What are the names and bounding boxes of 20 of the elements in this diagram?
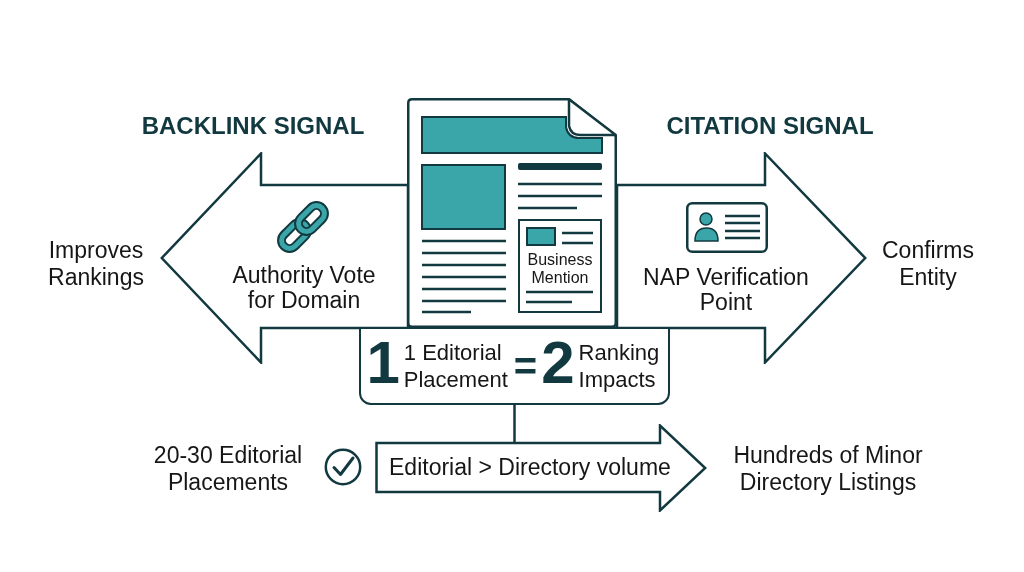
connector-line	[513, 405, 516, 443]
signal-heading: BACKLINK SIGNAL	[141, 112, 365, 140]
side-label: 20-30 Editorial Placements	[152, 442, 304, 496]
big-numeral: 2	[541, 333, 575, 393]
signal-caption: Authority Vote for Domain	[231, 263, 377, 313]
equation-text: 1 Editorial Placement	[403, 339, 509, 393]
mention-label: Business Mention	[526, 250, 594, 287]
signal-caption: NAP Verification Point	[642, 265, 810, 315]
side-label: Confirms Entity	[881, 237, 975, 291]
equals-sign: =	[513, 346, 538, 386]
signal-heading: CITATION SIGNAL	[666, 112, 874, 140]
document-page	[407, 98, 617, 328]
arrow-caption: Editorial > Directory volume	[389, 455, 671, 480]
equation-text: Ranking Impacts	[578, 339, 661, 393]
side-label: Improves Rankings	[47, 237, 145, 291]
block-arrow	[375, 424, 707, 512]
mention-card	[518, 219, 602, 313]
equation-panel	[359, 327, 670, 405]
side-label: Hundreds of Minor Directory Listings	[732, 442, 924, 496]
big-numeral: 1	[366, 333, 400, 393]
